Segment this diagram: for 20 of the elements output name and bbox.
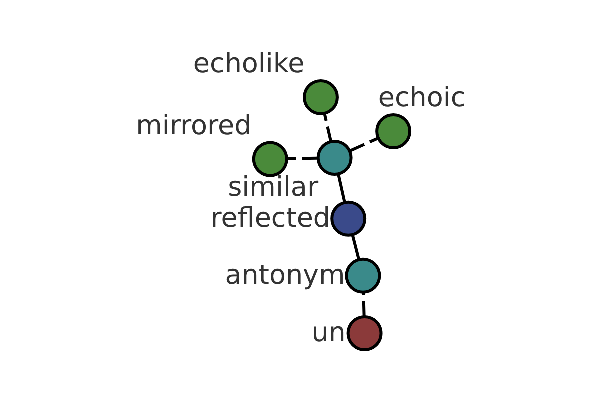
node-circle	[316, 140, 352, 176]
node-label: similar	[228, 172, 318, 203]
connector	[322, 112, 332, 142]
connector	[336, 173, 346, 202]
node-label: reflected	[210, 202, 330, 234]
node-label: echolike	[192, 48, 304, 80]
connector	[287, 156, 317, 160]
node-circle	[252, 140, 288, 177]
node-label: antonym	[224, 259, 345, 290]
node-label: echoic	[378, 82, 466, 114]
node-circle	[302, 78, 338, 115]
node-circle	[344, 257, 381, 294]
connector	[350, 136, 378, 152]
node-label: mirrored	[136, 110, 252, 141]
node-circle	[375, 113, 412, 149]
node-circle	[346, 315, 382, 351]
connector	[350, 234, 360, 259]
node-label: un	[311, 317, 346, 348]
connector	[362, 292, 366, 316]
node-circle	[330, 200, 366, 236]
